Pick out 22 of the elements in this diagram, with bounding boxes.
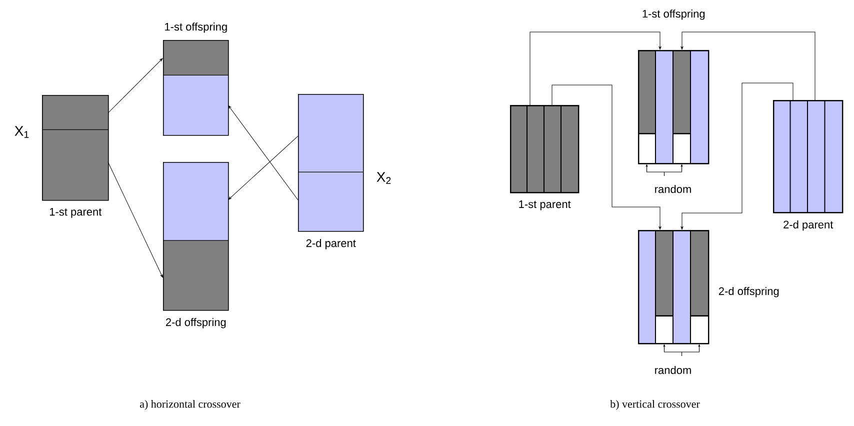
block-label: 1-st offspring bbox=[642, 10, 705, 20]
random-label: random bbox=[655, 184, 691, 194]
arrow bbox=[530, 32, 662, 106]
block-label: 1-st offspring bbox=[165, 22, 227, 33]
caption: a) horizontal crossover bbox=[140, 400, 240, 410]
arrow bbox=[108, 162, 163, 278]
variable-label: X$_{2}$ bbox=[376, 172, 391, 184]
random-label: random bbox=[655, 366, 691, 374]
block-label: 1-st parent bbox=[519, 200, 571, 210]
block-label: 2-d offspring bbox=[718, 286, 779, 298]
variable-label: X$_{1}$ bbox=[14, 126, 29, 138]
block-label: 2-d parent bbox=[306, 239, 356, 250]
block-label: 2-d offspring bbox=[166, 318, 226, 328]
arrow bbox=[680, 82, 794, 230]
arrow bbox=[680, 32, 816, 100]
block-label: 2-d parent bbox=[784, 220, 834, 231]
caption: b) vertical crossover bbox=[610, 400, 700, 410]
block-label: 1-st parent bbox=[50, 208, 102, 218]
arrow bbox=[228, 105, 298, 200]
arrow bbox=[228, 136, 298, 200]
arrow bbox=[108, 58, 163, 114]
arrow bbox=[552, 84, 662, 230]
